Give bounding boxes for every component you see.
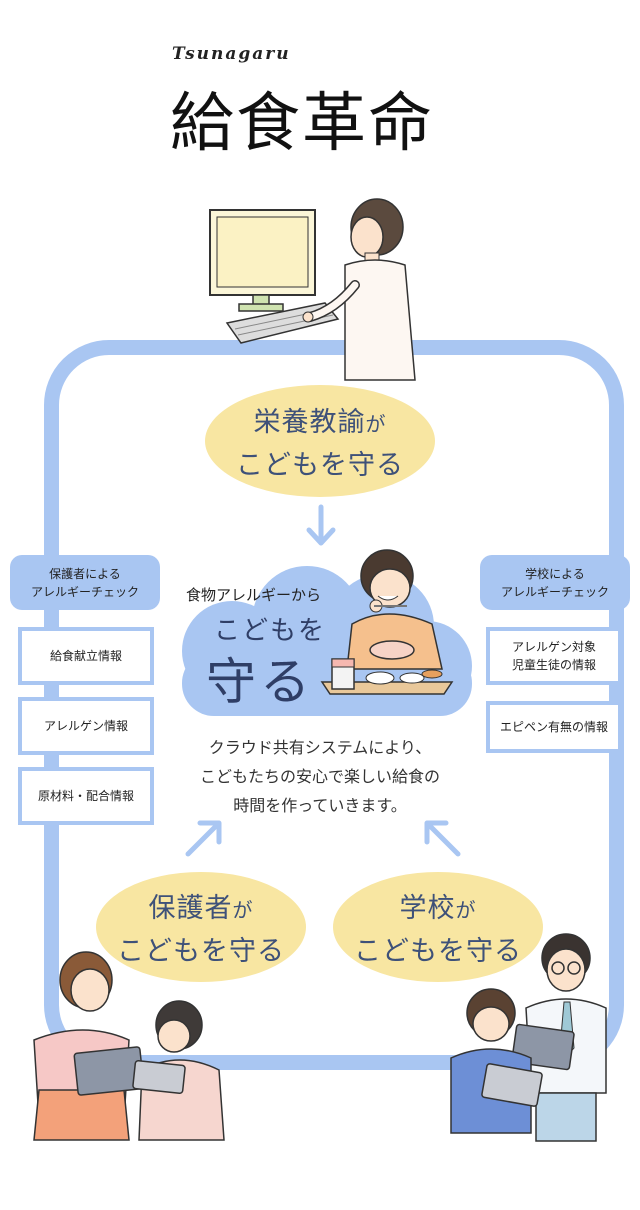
logo-title: 給食革命 — [170, 87, 434, 161]
item-line: 児童生徒の情報 — [511, 658, 596, 672]
heading-line: 保護者による — [49, 566, 121, 581]
heading-line: 学校による — [525, 566, 585, 581]
description-line: こどもたちの安心で楽しい給食の — [199, 767, 440, 786]
parent-info-item: 給食献立情報 — [18, 627, 154, 685]
oval-suffix: が — [455, 898, 477, 922]
oval-protect-label: こどもを守る — [117, 936, 285, 967]
cloud-line-2: こどもを — [214, 616, 327, 646]
arrow-up-left-icon — [424, 820, 461, 857]
description-line: 時間を作っていきます。 — [233, 796, 407, 815]
heading-line: アレルギーチェック — [500, 584, 609, 599]
item-line: アレルゲン対象 — [511, 640, 596, 654]
school-oval: 学校が こどもを守る — [333, 872, 543, 982]
nutrition-teacher-illustration — [209, 198, 416, 381]
oval-main-label: 保護者 — [148, 893, 233, 924]
arrow-up-right-icon — [185, 820, 222, 857]
description-line: クラウド共有システムにより、 — [208, 738, 432, 757]
nutrition-teacher-oval: 栄養教諭が こどもを守る — [205, 385, 435, 497]
cloud-line-1: 食物アレルギーから — [186, 586, 322, 604]
oval-protect-label: こどもを守る — [236, 450, 404, 481]
cloud-line-3: 守る — [206, 653, 314, 711]
parent-info-item: 原材料・配合情報 — [18, 767, 154, 825]
oval-main-label: 栄養教諭 — [253, 407, 366, 438]
parent-info-item: アレルゲン情報 — [18, 697, 154, 755]
school-info-item: エピペン有無の情報 — [486, 701, 622, 753]
oval-suffix: が — [232, 898, 254, 922]
parent-check-heading: 保護者によるアレルギーチェック — [10, 555, 160, 610]
school-check-heading: 学校によるアレルギーチェック — [480, 555, 630, 610]
parent-oval: 保護者が こどもを守る — [96, 872, 306, 982]
school-info-item: アレルゲン対象児童生徒の情報 — [486, 627, 622, 685]
child-eating-illustration — [320, 549, 454, 695]
teacher-student-tablet-illustration — [450, 933, 607, 1142]
parent-child-tablet-illustration — [33, 951, 225, 1141]
arrow-down-icon — [306, 504, 336, 546]
cloud-shape — [182, 566, 472, 716]
oval-protect-label: こどもを守る — [354, 936, 522, 967]
heading-line: アレルギーチェック — [30, 584, 139, 599]
logo-subtitle: Tsunagaru — [172, 44, 291, 64]
oval-suffix: が — [365, 412, 387, 436]
center-description: クラウド共有システムにより、 こどもたちの安心で楽しい給食の 時間を作っていきま… — [160, 733, 480, 820]
oval-main-label: 学校 — [399, 893, 456, 924]
